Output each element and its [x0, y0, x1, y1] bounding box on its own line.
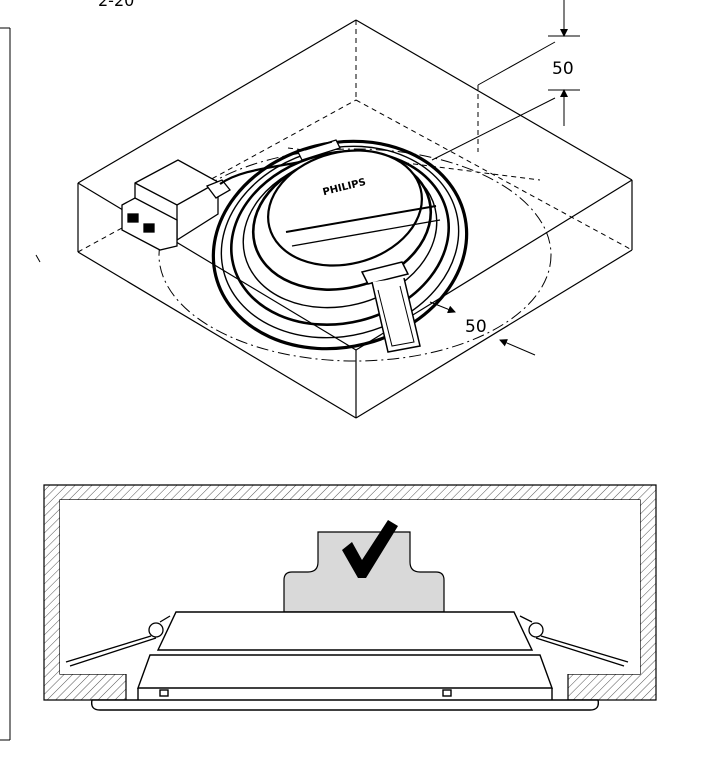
- driver-cable: [219, 160, 301, 185]
- checkmark-icon: [342, 520, 398, 578]
- top-clearance-label: 50: [552, 59, 574, 79]
- front-spring-clip: [360, 261, 421, 353]
- side-clearance-dimension: [429, 301, 536, 356]
- left-spring-clip: [65, 615, 171, 667]
- downlight-section: [90, 611, 600, 711]
- side-clearance-label: 50: [465, 317, 487, 337]
- section-view: [43, 484, 657, 711]
- downlight-body: [211, 139, 469, 351]
- clearance-ellipse: [158, 148, 552, 362]
- clearance-box-hidden-edges: [77, 20, 633, 253]
- isometric-view: PHILIPS 50 50: [77, 0, 633, 419]
- stray-mark: [35, 254, 41, 263]
- partial-label: 2-20: [98, 0, 134, 10]
- driver-box: [121, 159, 231, 251]
- top-clearance-dimension: [431, 0, 580, 161]
- right-spring-clip: [519, 615, 629, 667]
- top-spring-clip: [297, 139, 341, 161]
